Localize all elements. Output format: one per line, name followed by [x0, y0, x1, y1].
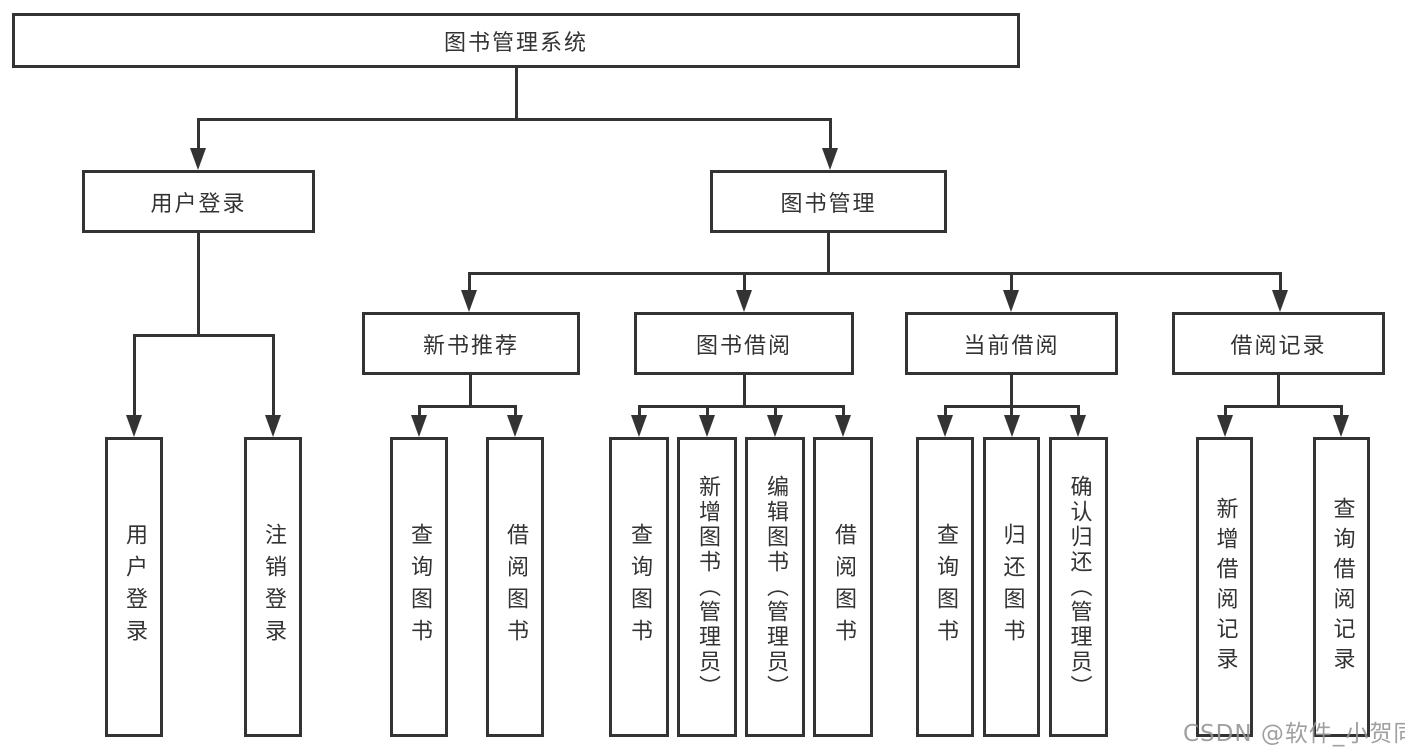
connector-line: [639, 405, 845, 408]
leaf-query-borrow-record: 查询借阅记录: [1313, 437, 1370, 737]
connector-line: [514, 405, 517, 419]
connector-line: [1279, 272, 1282, 294]
connector-line: [706, 405, 709, 419]
leaf-add-borrow-record: 新增借阅记录: [1196, 437, 1253, 737]
arrow-down-icon: [699, 415, 715, 437]
arrow-down-icon: [1004, 415, 1020, 437]
connector-line: [419, 405, 517, 408]
connector-line: [1010, 272, 1013, 294]
connector-line: [197, 118, 832, 121]
connector-line: [1010, 405, 1013, 419]
node-book-management: 图书管理: [710, 170, 947, 233]
leaf-edit-book-admin: 编辑图书（管理员）: [745, 437, 805, 737]
arrow-down-icon: [937, 415, 953, 437]
arrow-down-icon: [1217, 415, 1233, 437]
leaf-confirm-return-admin: 确认归还（管理员）: [1049, 437, 1108, 737]
leaf-query-books-borrowing: 查询图书: [609, 437, 669, 737]
arrow-down-icon: [631, 415, 647, 437]
leaf-query-books-current: 查询图书: [916, 437, 974, 737]
connector-line: [133, 334, 136, 418]
connector-line: [1340, 405, 1343, 419]
connector-line: [743, 272, 746, 294]
connector-line: [827, 233, 830, 275]
arrow-down-icon: [411, 415, 427, 437]
connector-line: [774, 405, 777, 419]
arrow-down-icon: [265, 415, 281, 437]
arrow-down-icon: [822, 148, 838, 170]
arrow-down-icon: [1003, 290, 1019, 312]
connector-line: [469, 272, 1282, 275]
arrow-down-icon: [126, 415, 142, 437]
arrow-down-icon: [461, 290, 477, 312]
connector-line: [197, 233, 200, 337]
connector-line: [638, 405, 641, 419]
connector-line: [418, 405, 421, 419]
arrow-down-icon: [835, 415, 851, 437]
node-current-borrowing: 当前借阅: [905, 312, 1118, 375]
leaf-query-books-recommend: 查询图书: [390, 437, 448, 737]
connector-line: [743, 375, 746, 408]
arrow-down-icon: [736, 290, 752, 312]
leaf-return-book: 归还图书: [983, 437, 1040, 737]
connector-line: [829, 118, 832, 150]
connector-line: [1225, 405, 1343, 408]
arrow-down-icon: [1272, 290, 1288, 312]
connector-line: [515, 68, 518, 121]
leaf-logout: 注销登录: [244, 437, 302, 737]
connector-line: [469, 375, 472, 408]
node-book-borrowing: 图书借阅: [634, 312, 854, 375]
connector-line: [1077, 405, 1080, 419]
csdn-watermark: CSDN @软件_小贺同学: [1183, 721, 1405, 747]
connector-line: [944, 405, 947, 419]
connector-line: [197, 118, 200, 150]
arrow-down-icon: [1333, 415, 1349, 437]
connector-line: [272, 334, 275, 418]
node-root: 图书管理系统: [12, 13, 1020, 68]
connector-line: [1277, 375, 1280, 408]
arrow-down-icon: [767, 415, 783, 437]
connector-line: [468, 272, 471, 294]
node-borrowing-records: 借阅记录: [1172, 312, 1385, 375]
arrow-down-icon: [507, 415, 523, 437]
connector-line: [134, 334, 274, 337]
leaf-borrow-books-recommend: 借阅图书: [486, 437, 544, 737]
connector-line: [842, 405, 845, 419]
leaf-borrow-books: 借阅图书: [813, 437, 873, 737]
leaf-user-login: 用户登录: [105, 437, 163, 737]
arrow-down-icon: [190, 148, 206, 170]
node-new-book-recommend: 新书推荐: [362, 312, 580, 375]
connector-line: [1224, 405, 1227, 419]
leaf-add-book-admin: 新增图书（管理员）: [677, 437, 737, 737]
node-user-login: 用户登录: [82, 170, 315, 233]
connector-line: [1010, 375, 1013, 408]
arrow-down-icon: [1070, 415, 1086, 437]
